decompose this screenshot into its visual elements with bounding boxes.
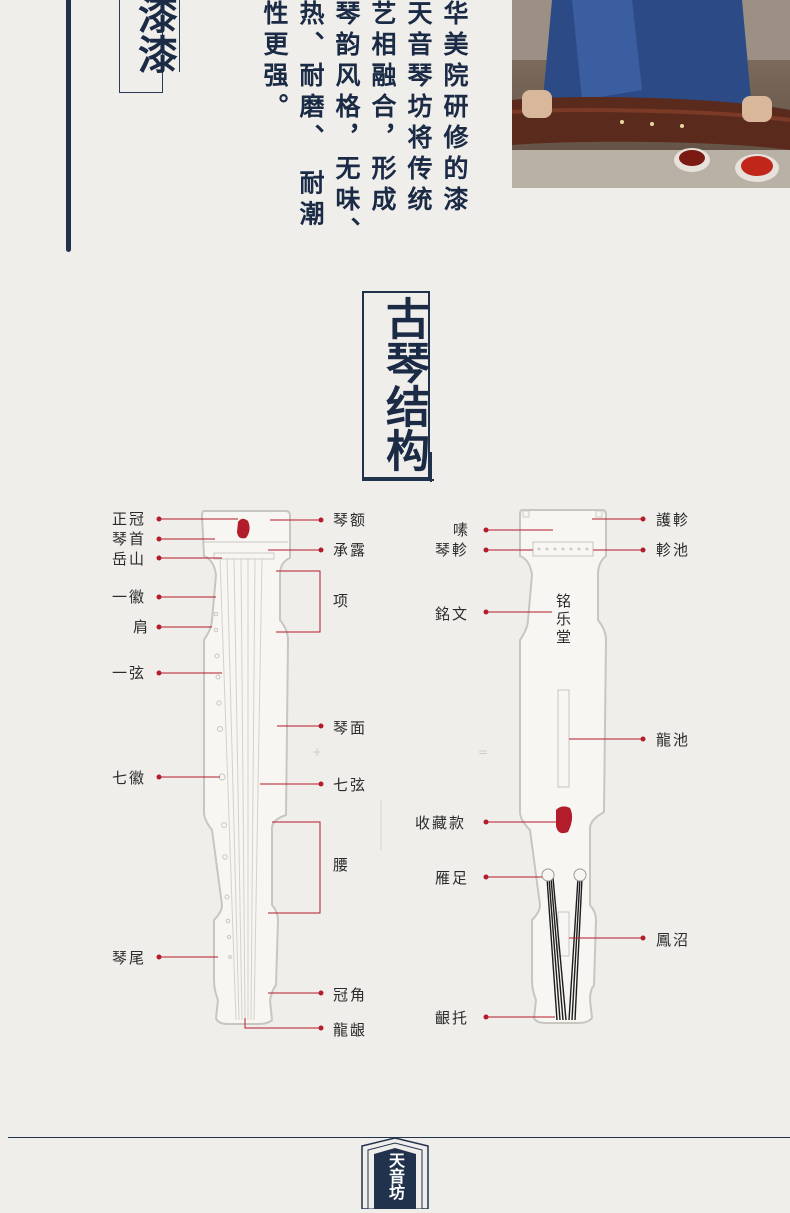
label-qihui: 七徽 [112, 769, 146, 787]
section-title: 古琴结构 [378, 296, 429, 472]
label-yixian: 一弦 [112, 664, 146, 682]
body-column: 热、耐磨、 耐潮 [296, 0, 325, 232]
guqin-front-view: + [200, 510, 322, 1025]
plus-mark: + [312, 745, 322, 759]
label-chenglu: 承露 [333, 541, 367, 559]
title-frame-line [179, 0, 180, 72]
back-left-labels: 嗉 琴軫 銘文 收藏款 雁足 齦托 [415, 521, 556, 1027]
label-zhengguan: 正冠 [112, 510, 146, 528]
label-fengzhao: 鳳沼 [656, 931, 690, 949]
label-yao: 腰 [333, 856, 350, 874]
label-qixian: 七弦 [333, 776, 367, 794]
body-column: 琴韵风格，无味、 [332, 0, 361, 248]
guqin-back-view: 铭 乐 堂 [519, 509, 608, 1024]
body-column: 华美院研修的漆 [440, 0, 469, 217]
label-qinzhen: 琴軫 [435, 541, 469, 559]
footer-divider [8, 1137, 790, 1138]
section-title-frame-line [430, 452, 432, 482]
top-title: 漆漆 [131, 0, 178, 74]
guqin-diagram-svg: + 正冠 琴首 岳山 一徽 肩 一弦 七徽 琴尾 琴额 承露 项 [112, 509, 690, 1039]
body-text: 华美院研修的漆 天音琴坊将传统 艺相融合，形成 琴韵风格，无味、 热、耐磨、 耐… [252, 0, 472, 250]
label-yanzu: 雁足 [435, 869, 469, 887]
label-yueshan: 岳山 [112, 550, 146, 568]
seal-stamp-icon [237, 518, 250, 539]
craftsman-photo-illustration [512, 0, 790, 188]
collector-seal-icon [556, 806, 573, 834]
label-qinwei: 琴尾 [112, 949, 146, 967]
back-right-labels: 護軫 軫池 龍池 鳳沼 [569, 511, 690, 949]
label-qinshou: 琴首 [112, 530, 146, 548]
label-qine: 琴额 [333, 511, 367, 529]
body-column: 艺相融合，形成 [368, 0, 397, 217]
label-jian: 肩 [133, 618, 150, 636]
footer-seal-badge [360, 1137, 430, 1210]
label-mingwen: 銘文 [435, 605, 469, 623]
section-title-frame-line [362, 479, 434, 481]
label-longchi: 龍池 [656, 731, 690, 749]
label-qinmian: 琴面 [333, 719, 367, 737]
label-zhenchi: 軫池 [656, 541, 690, 559]
body-column: 天音琴坊将传统 [404, 0, 433, 217]
body-column: 性更强。 [260, 0, 289, 124]
label-yihui: 一徽 [112, 588, 146, 606]
label-su: 嗉 [453, 521, 470, 539]
decorative-vertical-bar [66, 0, 71, 252]
seal-badge-icon [361, 1137, 429, 1210]
label-xiang: 项 [333, 592, 350, 610]
label-guanjiao: 冠角 [333, 986, 367, 1004]
label-huzhen: 護軫 [656, 511, 690, 529]
label-yintuo: 齦托 [435, 1009, 469, 1027]
title-frame [119, 0, 163, 93]
front-left-labels: 正冠 琴首 岳山 一徽 肩 一弦 七徽 琴尾 [112, 510, 238, 967]
inscription-text: 铭 [556, 592, 571, 610]
label-longyin: 龍龈 [333, 1021, 367, 1039]
guqin-structure-diagram: + 正冠 琴首 岳山 一徽 肩 一弦 七徽 琴尾 琴额 承露 项 [0, 490, 790, 1050]
footer-seal-text: 天音坊 [386, 1152, 405, 1200]
equals-mark: = [478, 745, 488, 759]
inscription-text: 堂 [556, 628, 571, 646]
section-title-frame [362, 291, 430, 479]
inscription-text: 乐 [556, 610, 571, 628]
front-right-labels: 琴额 承露 项 琴面 七弦 腰 冠角 龍龈 [244, 511, 367, 1039]
label-shoucangkuan: 收藏款 [415, 814, 466, 832]
craftsman-photo [512, 0, 790, 188]
